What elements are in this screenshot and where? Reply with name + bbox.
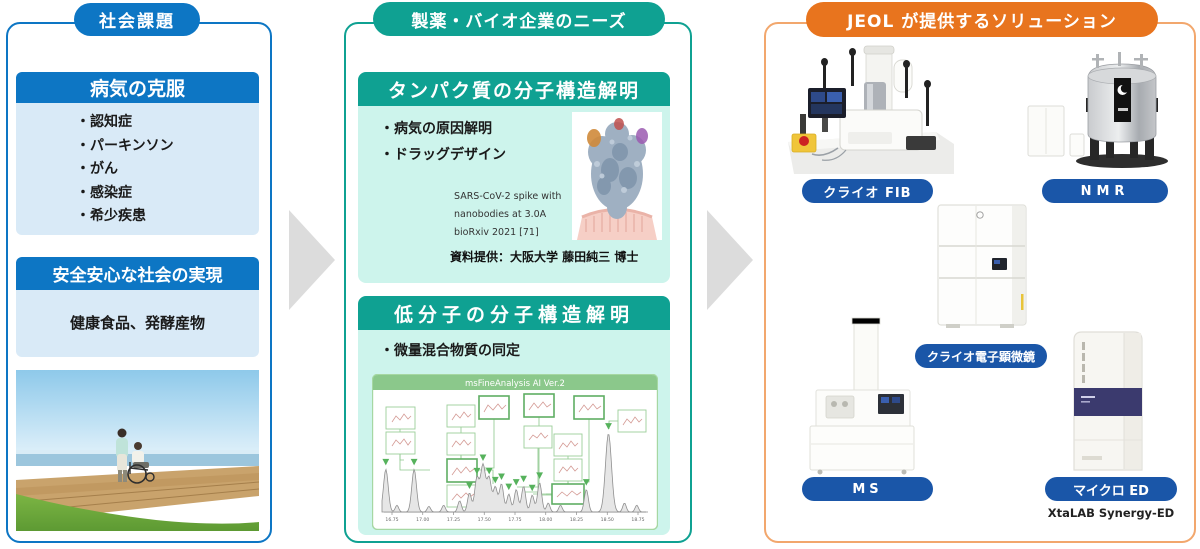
small-molecule-header: 低分子の分子構造解明: [358, 296, 670, 330]
list-item: ・がん: [76, 161, 118, 177]
chart-title: msFineAnalysis AI Ver.2: [465, 379, 565, 389]
svg-text:18.25: 18.25: [570, 517, 583, 523]
social-issues-content: 病気の克服 ・認知症 ・パーキンソン ・がん ・感染症 ・希少疾患 安全安心な社…: [6, 22, 272, 543]
msfineanalysis-chart: msFineAnalysis AI Ver.2: [372, 374, 658, 530]
safety-body: 健康食品、発酵産物: [16, 290, 259, 357]
micro-ed-image: [1068, 330, 1150, 476]
cryo-fib-label: クライオ FIB: [802, 179, 933, 203]
ms-label: MS: [802, 477, 933, 501]
protein-figure-caption: SARS-CoV-2 spike with nanobodies at 3.0A…: [454, 191, 562, 239]
svg-text:17.50: 17.50: [478, 517, 491, 523]
small-molecule-list: ・微量混合物質の同定: [358, 330, 670, 364]
protein-section-header: タンパク質の分子構造解明: [358, 72, 670, 106]
nmr-image: [1026, 48, 1172, 176]
social-issues-title: 社会課題: [74, 3, 200, 36]
disease-list: ・認知症 ・パーキンソン ・がん ・感染症 ・希少疾患: [16, 103, 259, 229]
pharma-needs-title: 製薬・バイオ企業のニーズ: [373, 2, 665, 36]
list-item: ・ドラッグデザイン: [380, 147, 506, 163]
jeol-solutions-content: クライオ FIB NMR クライオ電子顕微鏡: [764, 22, 1196, 543]
protein-section-body: ・病気の原因解明 ・ドラッグデザイン: [358, 106, 670, 283]
disease-header: 病気の克服: [16, 72, 259, 103]
protein-figure-credit: 資料提供：大阪大学 藤田純三 博士: [450, 250, 639, 264]
cryo-em-image: [934, 202, 1030, 332]
ms-image: [808, 316, 920, 476]
safety-text: 健康食品、発酵産物: [69, 314, 205, 332]
pharma-needs-content: タンパク質の分子構造解明 ・病気の原因解明 ・ドラッグデザイン: [344, 22, 692, 543]
list-item: ・認知症: [76, 114, 132, 130]
cryo-em-label: クライオ電子顕微鏡: [915, 344, 1047, 368]
micro-ed-model-name: XtaLAB Synergy-ED: [1047, 506, 1175, 520]
svg-text:18.75: 18.75: [631, 517, 644, 523]
cryo-fib-image: [788, 44, 954, 178]
svg-text:16.75: 16.75: [385, 517, 398, 523]
svg-text:18.00: 18.00: [539, 517, 552, 523]
safety-header: 安全安心な社会の実現: [16, 257, 259, 290]
disease-body: ・認知症 ・パーキンソン ・がん ・感染症 ・希少疾患: [16, 103, 259, 235]
nmr-label: NMR: [1042, 179, 1168, 203]
list-item: ・微量混合物質の同定: [380, 343, 520, 359]
list-item: ・感染症: [76, 184, 132, 201]
small-molecule-body: ・微量混合物質の同定 msFineAnalysis AI Ver.2: [358, 330, 670, 535]
list-item: ・パーキンソン: [76, 137, 174, 154]
protein-structure-figure: [572, 112, 662, 240]
spectrum-plot: 16.75 17.00 17.25 17.50 17.75 18.00 18.25 18.50…: [381, 423, 648, 523]
svg-text:17.75: 17.75: [508, 517, 521, 523]
svg-text:17.00: 17.00: [416, 517, 429, 523]
wheelchair-photo: [16, 370, 259, 531]
svg-text:17.25: 17.25: [447, 517, 460, 523]
list-item: ・希少疾患: [76, 208, 146, 224]
micro-ed-label: マイクロ ED: [1045, 477, 1177, 501]
protein-list: ・病気の原因解明 ・ドラッグデザイン: [358, 106, 670, 168]
svg-text:18.50: 18.50: [601, 517, 614, 523]
list-item: ・病気の原因解明: [380, 121, 492, 137]
flow-arrow-icon: [289, 210, 335, 310]
molecule-sketches: [391, 401, 643, 501]
jeol-solutions-title: JEOL が提供するソリューション: [806, 2, 1158, 37]
flow-arrow-icon: [707, 210, 753, 310]
